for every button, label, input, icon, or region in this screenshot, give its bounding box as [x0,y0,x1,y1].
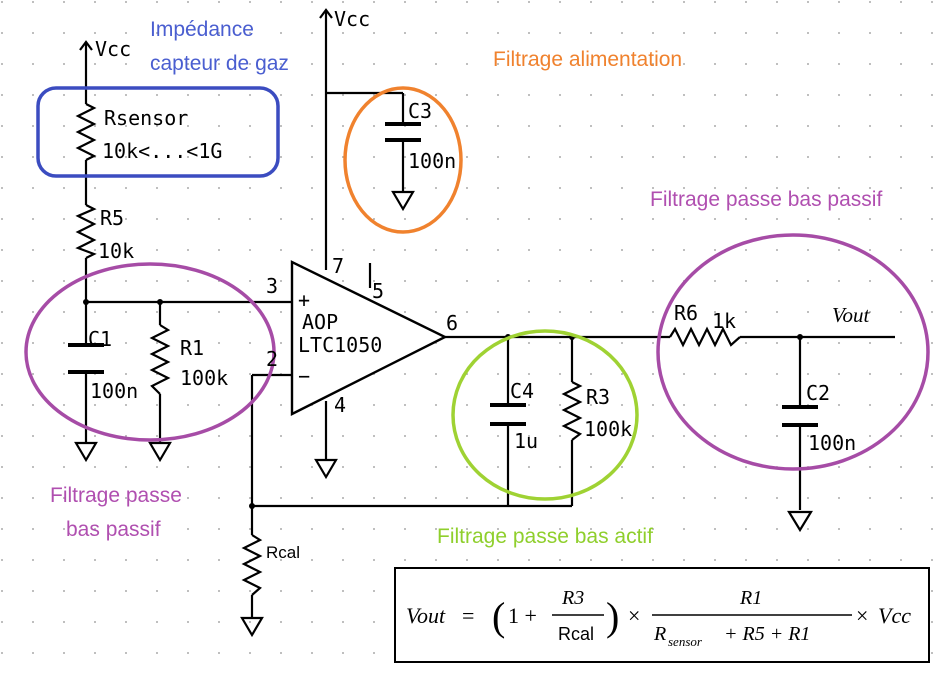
opamp-plus-sign: + [298,288,310,312]
ground-icon-c3 [391,190,415,212]
formula-frac2-den-sub: sensor [668,634,703,649]
pin-3: 3 [266,274,278,298]
formula-frac2-den-rest: + R5 + R1 [724,623,810,645]
r5-name: R5 [100,206,124,230]
pin-2: 2 [266,347,278,371]
c1-name: C1 [88,327,112,351]
r6-name: R6 [674,301,698,325]
supply-filter-label: Filtrage alimentation [493,48,682,71]
formula-times2: × [856,603,868,628]
formula-vcc: Vcc [878,603,911,628]
formula-frac1-num: R3 [561,587,584,609]
rsensor-value: 10k<...<1G [102,139,222,163]
ground-icon-opamp [314,458,338,480]
wires [84,22,895,618]
r1-value: 100k [180,366,228,390]
formula-box: Vout = ( 1 + R3 Rcal ) × R1 R sensor + R… [394,567,930,663]
passive-lowpass-right-label: Filtrage passe bas passif [650,188,882,211]
r3-value: 100k [584,417,632,441]
pin-7: 7 [332,254,344,278]
ground-icon-c2 [787,510,813,533]
right-lowpass-circle [656,233,930,471]
impedance-title-line2: capteur de gaz [150,52,289,75]
sensor-impedance-box [36,86,280,178]
junction-dot [797,334,803,340]
c2-name: C2 [806,381,830,405]
c2-capacitor [782,405,818,427]
r3-resistor [561,381,583,441]
formula-lhs: Vout [406,603,446,628]
junction-dot [157,299,163,305]
rsensor-resistor [75,103,97,161]
rcal-resistor [241,534,263,596]
r6-resistor [669,326,741,348]
passive-lowpass-left-line2: bas passif [66,518,161,541]
pin-4: 4 [334,393,346,417]
opamp-minus-sign: − [298,364,310,388]
rcal-name: Rcal [266,543,300,562]
vcc-label-top: Vcc [334,7,370,31]
formula-one-plus: 1 + [508,603,537,628]
active-lowpass-ellipse [451,329,639,501]
ground-icon-c1 [74,441,98,463]
r1-name: R1 [180,336,204,360]
r1-resistor [149,324,171,395]
ground-icon-rcal [240,616,264,638]
formula-frac2-den-r: R [653,623,666,645]
r5-resistor [75,204,97,259]
r6-value: 1k [712,309,736,333]
r5-value: 10k [98,239,134,263]
c1-capacitor [68,343,104,374]
formula-equals: = [462,603,474,628]
c3-value: 100n [408,149,456,173]
junction-dot [83,299,89,305]
c4-capacitor [490,403,526,426]
vout-label: Vout [832,303,871,327]
opamp-label-line1: AOP [302,310,338,334]
c4-value: 1u [514,429,538,453]
c1-value: 100n [90,379,138,403]
vcc-label-left: Vcc [95,37,131,61]
formula-frac1-den: Rcal [558,624,594,644]
opamp-label-line2: LTC1050 [298,333,382,357]
pin-5: 5 [372,279,384,303]
c3-name: C3 [408,99,432,123]
impedance-title-line1: Impédance [150,18,254,41]
passive-lowpass-left-line1: Filtrage passe [50,484,182,507]
formula-frac2-num: R1 [739,587,762,609]
supply-filter-circle [343,86,463,234]
rsensor-name: Rsensor [104,106,188,130]
ground-icon-r1 [148,441,172,463]
c4-name: C4 [510,379,534,403]
opamp-triangle [290,260,448,416]
r3-name: R3 [586,385,610,409]
active-lowpass-label: Filtrage passe bas actif [437,525,653,548]
formula-open-paren: ( [492,594,505,639]
junction-dot [249,503,255,509]
pin-6: 6 [446,311,458,335]
formula-close-paren: ) [606,594,619,639]
c2-value: 100n [808,431,856,455]
formula-times1: × [628,603,640,628]
c3-capacitor [385,122,421,142]
left-lowpass-ellipse [24,262,276,442]
